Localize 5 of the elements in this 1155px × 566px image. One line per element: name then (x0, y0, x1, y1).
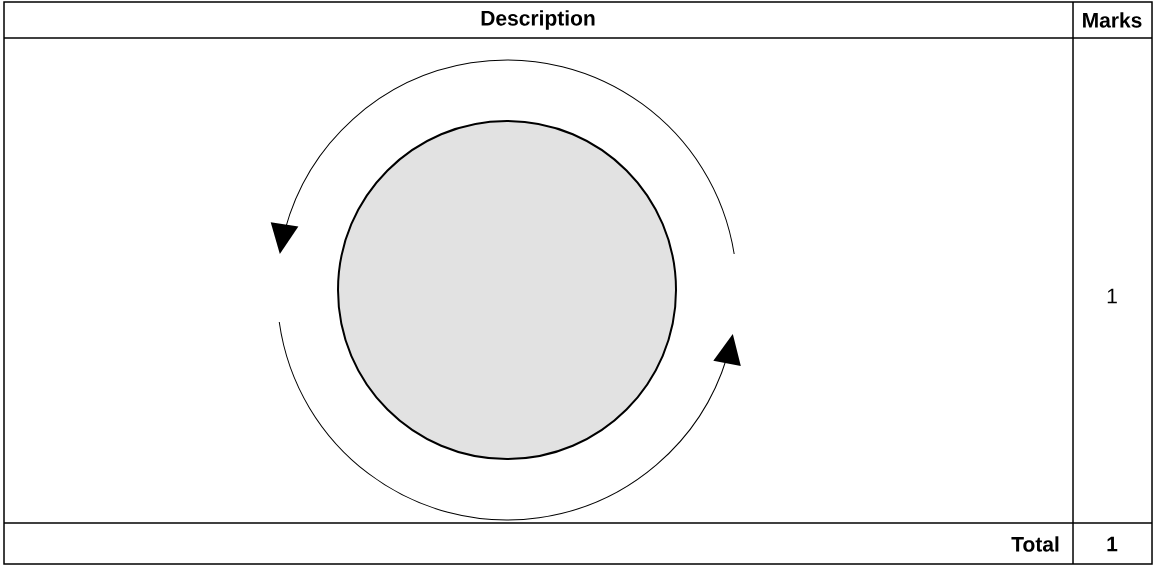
table-cell: Total (1011, 536, 1059, 552)
table-cell: 1 (1107, 288, 1117, 304)
table-cell: Description (481, 10, 595, 30)
table-cell: 1 (1107, 536, 1118, 552)
table-cell: Marks (1083, 12, 1142, 28)
